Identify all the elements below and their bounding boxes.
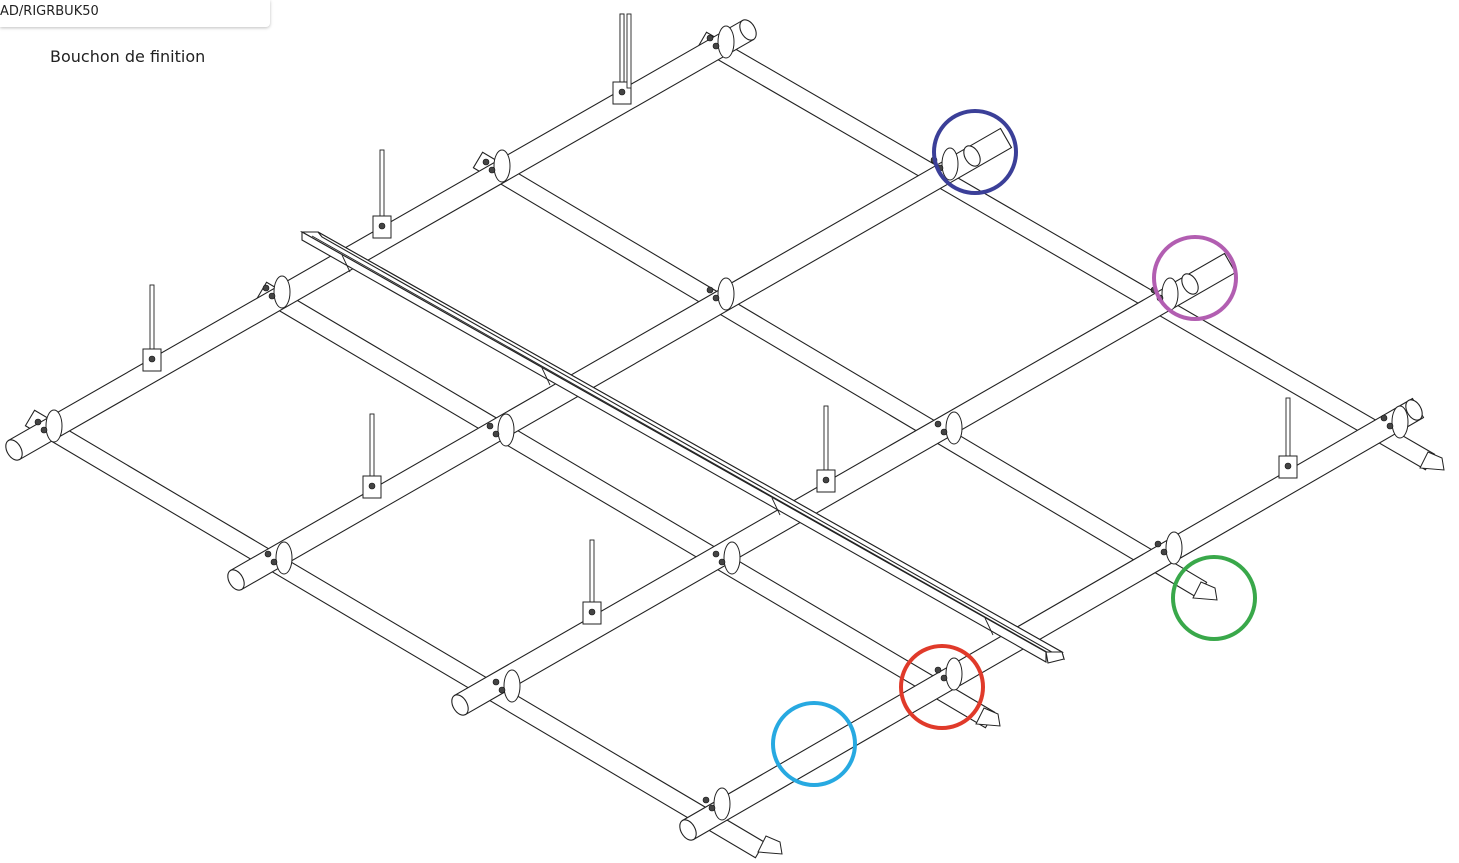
suspension-rod — [589, 539, 595, 609]
clamp-bolt — [498, 686, 506, 694]
tube-clamp — [713, 787, 731, 821]
end-bracket — [1419, 451, 1445, 471]
clamp-bolt — [492, 678, 500, 686]
hotspot-red-marker[interactable] — [899, 644, 985, 730]
suspension-rod — [149, 284, 155, 356]
end-bracket — [1192, 581, 1218, 601]
bracket-bolt — [378, 222, 386, 230]
clamp-bolt — [268, 292, 276, 300]
clamp-bolt — [40, 426, 48, 434]
tube-end-cap — [963, 145, 981, 167]
part-caption: Bouchon de finition — [50, 47, 206, 66]
bracket-bolt — [1284, 462, 1292, 470]
tube-clamp — [945, 411, 963, 445]
suspension-rod — [823, 405, 829, 477]
main-tube — [696, 31, 1436, 471]
cross-tubes — [7, 19, 1425, 841]
tube-clamp — [723, 541, 741, 575]
bracket-bolt — [368, 482, 376, 490]
tube-clamp — [717, 277, 735, 311]
cross-tube — [229, 127, 1013, 591]
tube-clamp — [945, 657, 963, 691]
tube-clamp — [497, 413, 515, 447]
clamp-bolt — [1160, 548, 1168, 556]
clamp-bolt — [486, 422, 494, 430]
clamp-bolt — [712, 42, 720, 50]
tube-clamp — [1391, 405, 1409, 439]
product-code-tooltip: AD/RIGRBUK50 — [0, 0, 270, 27]
clamp-bolt — [262, 284, 270, 292]
clamp-bolt — [1154, 540, 1162, 548]
end-bracket — [975, 707, 1001, 727]
hotspot-blue-marker[interactable] — [771, 701, 857, 787]
clamps-and-bolts — [34, 25, 1409, 821]
clamp-bolt — [940, 428, 948, 436]
tube-clamp — [941, 147, 959, 181]
tube-clamp — [717, 25, 735, 59]
hotspot-markers[interactable] — [771, 109, 1257, 787]
tube-clamp — [273, 275, 291, 309]
clamp-bolt — [702, 796, 710, 804]
cable-channel — [299, 231, 1065, 664]
hotspot-violet-marker[interactable] — [1152, 235, 1238, 321]
hotspot-green-marker[interactable] — [1171, 555, 1257, 641]
cross-tube — [681, 397, 1425, 841]
clamp-bolt — [940, 674, 948, 682]
clamp-bolt — [270, 558, 278, 566]
suspension-rod — [369, 413, 375, 483]
clamp-bolt — [34, 418, 42, 426]
tube-end-cap — [227, 569, 245, 591]
clamp-bolt — [718, 558, 726, 566]
tube-end-cap — [5, 439, 23, 461]
bracket-bolt — [588, 608, 596, 616]
end-bracket — [757, 835, 783, 855]
clamp-bolt — [1380, 414, 1388, 422]
cross-tube — [7, 19, 755, 461]
clamp-bolt — [488, 166, 496, 174]
clamp-bolt — [492, 430, 500, 438]
clamp-bolt — [712, 550, 720, 558]
tube-clamp — [493, 149, 511, 183]
clamp-bolt — [708, 804, 716, 812]
clamp-bolt — [934, 420, 942, 428]
bracket-bolt — [148, 355, 156, 363]
clamp-bolt — [482, 158, 490, 166]
suspension-rod — [379, 149, 385, 223]
tube-clamp — [1165, 531, 1183, 565]
tube-end-cap — [451, 694, 469, 716]
tube-clamp — [275, 541, 293, 575]
tube-end-cap — [1405, 399, 1423, 421]
main-tube — [472, 151, 1208, 599]
bracket-bolt — [618, 88, 626, 96]
hotspot-navy-marker[interactable] — [932, 109, 1018, 195]
clamp-bolt — [706, 34, 714, 42]
clamp-bolt — [264, 550, 272, 558]
product-code: AD/RIGRBUK50 — [0, 4, 99, 19]
tube-clamp — [45, 409, 63, 443]
clamp-bolt — [934, 666, 942, 674]
tube-end-cap — [1181, 273, 1199, 295]
clamp-bolt — [1386, 422, 1394, 430]
clamp-bolt — [712, 294, 720, 302]
tube-clamp — [503, 669, 521, 703]
main-tubes — [24, 31, 1436, 859]
clamp-bolt — [706, 286, 714, 294]
end-caps — [5, 19, 1445, 855]
suspension-rods — [142, 13, 1298, 625]
suspension-rod — [619, 13, 625, 89]
bracket-bolt — [822, 476, 830, 484]
tube-end-cap — [739, 19, 757, 41]
tube-end-cap — [679, 819, 697, 841]
suspension-rod — [1285, 397, 1291, 463]
